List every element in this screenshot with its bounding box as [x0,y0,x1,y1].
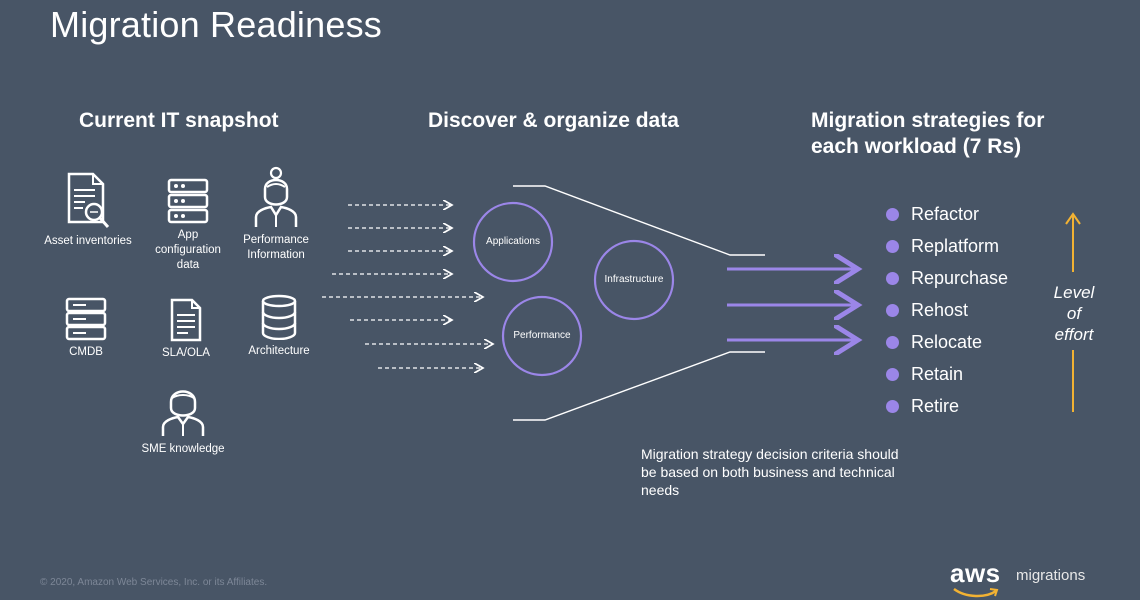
circle-label-performance: Performance [513,330,571,341]
source-label-line1: Performance [243,234,309,246]
source-sla-ola: SLA/OLA [131,298,241,361]
effort-line2: of [1066,304,1082,323]
source-label-line2: Information [247,249,305,261]
aws-smile-icon [953,587,999,598]
strategy-item: Retain [886,364,963,384]
document-search-icon [67,172,110,228]
section-strategies-line2: each workload (7 Rs) [811,135,1022,158]
section-current-it: Current IT snapshot [79,109,279,132]
database-icon [261,294,297,340]
strategy-label: Repurchase [911,268,1009,288]
page-title: Migration Readiness [50,4,382,45]
person-female-icon [254,166,298,227]
server-rack-icon [167,178,209,224]
source-label: Architecture [248,345,310,357]
source-cmdb: CMDB [31,297,141,360]
strategy-item: Rehost [886,300,968,320]
decision-criteria-note: Migration strategy decision criteria sho… [641,446,899,498]
strategy-item: Refactor [886,204,979,224]
circles [472,201,675,377]
server-stack-icon [65,297,107,341]
source-label-line1: App [177,229,199,241]
incoming-arrows [322,205,493,368]
strategy-label: Relocate [911,332,983,352]
effort-line1: Level [1053,283,1095,302]
strategy-label: Retire [911,396,960,416]
circle-performance [501,295,583,377]
bullet-dot [886,367,899,381]
source-label: CMDB [69,346,103,358]
aws-logo-text: aws [950,558,1001,588]
source-app-config: App configuration data [133,178,243,273]
strategy-item: Retire [886,396,959,416]
source-label-line2: configuration [155,244,221,256]
level-of-effort-label: Level of effort [1044,282,1104,345]
circle-label-infrastructure: Infrastructure [604,274,664,285]
copyright-text: © 2020, Amazon Web Services, Inc. or its… [40,577,268,588]
effort-line3: effort [1054,325,1094,344]
bullet-dot [886,207,899,221]
bullet-dot [886,303,899,317]
circle-label-applications: Applications [486,236,540,247]
strategy-label: Refactor [911,204,980,224]
strategy-label: Retain [911,364,964,384]
person-male-icon [161,390,205,436]
strategy-item: Replatform [886,236,999,256]
source-label: SLA/OLA [162,347,210,359]
circle-applications [472,201,554,283]
source-label-line3: data [176,259,200,271]
bullet-dot [886,271,899,285]
bullet-dot [886,399,899,413]
strategy-item: Relocate [886,332,982,352]
effort-arrow [1065,212,1081,412]
strategy-label: Replatform [911,236,1000,256]
source-label: SME knowledge [141,443,225,455]
strategy-label: Rehost [911,300,969,320]
funnel-outline [513,185,765,421]
source-asset-inventories: Asset inventories [33,172,143,249]
bullet-dot [886,335,899,349]
aws-migrations-logo: aws migrations [950,558,1100,598]
source-sme-knowledge: SME knowledge [128,380,238,457]
outgoing-arrows [727,269,858,340]
source-performance-info: Performance Information [221,165,331,263]
aws-product-text: migrations [1016,567,1086,584]
section-discover: Discover & organize data [428,109,679,132]
section-strategies: Migration strategies for each workload (… [811,108,1044,160]
source-label: Asset inventories [44,235,132,247]
section-strategies-line1: Migration strategies for [811,109,1045,132]
bullet-dot [886,239,899,253]
circle-infrastructure [593,239,675,321]
strategy-item: Repurchase [886,268,1008,288]
document-icon [170,298,202,342]
source-architecture: Architecture [224,294,334,359]
